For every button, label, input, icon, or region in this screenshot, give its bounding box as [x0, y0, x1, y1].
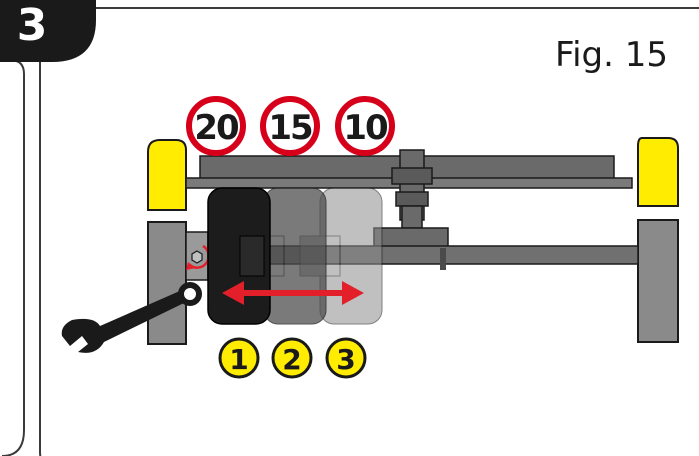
- previous-panel-edge: [0, 59, 25, 456]
- step-number: 3: [17, 0, 48, 51]
- position-badge-3: 3: [325, 337, 367, 379]
- speed-sign-15-label: 15: [268, 108, 312, 148]
- position-badge-3-label: 3: [336, 343, 355, 376]
- rotate-arrow-icon: [186, 244, 210, 270]
- center-post: [391, 149, 433, 229]
- hex-nut-icon: [191, 250, 203, 264]
- right-wheel-guard: [637, 137, 679, 343]
- support-block: [373, 227, 449, 249]
- speed-sign-20-label: 20: [194, 108, 239, 148]
- block-position-1: [207, 187, 271, 325]
- position-badge-1-label: 1: [229, 343, 248, 376]
- wrench-icon: [61, 282, 202, 353]
- speed-sign-10-label: 10: [343, 108, 388, 148]
- speed-sign-10: 10: [335, 96, 395, 156]
- left-wheel-guard: [147, 139, 187, 345]
- figure-label: Fig. 15: [555, 35, 668, 75]
- position-badge-1: 1: [218, 337, 260, 379]
- position-badge-2: 2: [271, 337, 313, 379]
- position-badge-2-label: 2: [282, 343, 301, 376]
- speed-sign-20: 20: [186, 96, 246, 156]
- step-badge: 3: [0, 0, 96, 62]
- speed-sign-15: 15: [260, 96, 320, 156]
- double-arrow-icon: [222, 281, 364, 305]
